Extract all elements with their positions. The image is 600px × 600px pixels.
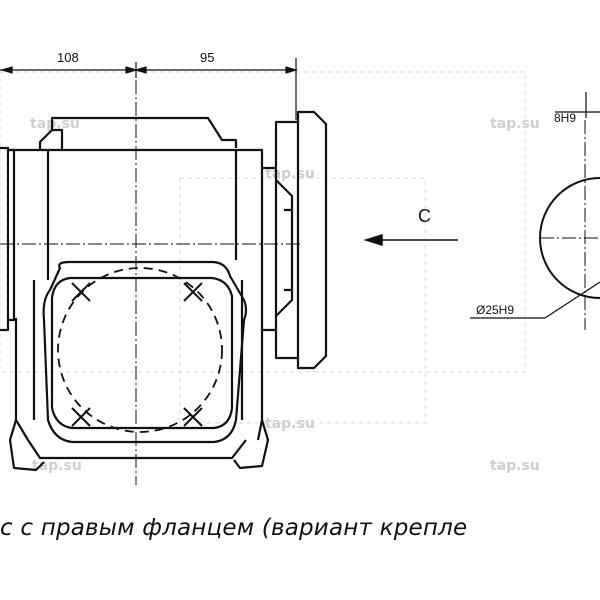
watermark-text: tap.su bbox=[265, 166, 315, 182]
bolt-marks bbox=[71, 282, 203, 427]
dimension-108: 108 bbox=[57, 50, 79, 65]
watermark-text: tap.su bbox=[265, 416, 315, 432]
gearbox-housing bbox=[0, 116, 270, 472]
watermark-frames bbox=[0, 71, 526, 424]
keyway-label: 8H9 bbox=[554, 111, 576, 125]
view-arrow bbox=[363, 233, 458, 247]
center-lines bbox=[0, 80, 600, 485]
view-label-c: C bbox=[418, 206, 431, 226]
bolt-circle bbox=[57, 267, 223, 433]
watermarks: tap.su tap.su tap.su tap.su tap.su tap.s… bbox=[30, 116, 540, 474]
watermark-text: tap.su bbox=[32, 458, 82, 474]
watermark-text: tap.su bbox=[30, 116, 80, 132]
top-dimension bbox=[0, 58, 299, 120]
watermark-text: tap.su bbox=[490, 458, 540, 474]
bore-detail bbox=[470, 92, 600, 319]
bore-diameter-label: Ø25H9 bbox=[476, 303, 514, 317]
watermark-text: tap.su bbox=[490, 116, 540, 132]
drawing-caption: с с правым фланцем (вариант крепле bbox=[0, 515, 468, 541]
dimension-95: 95 bbox=[200, 50, 214, 65]
right-flange bbox=[262, 110, 328, 370]
